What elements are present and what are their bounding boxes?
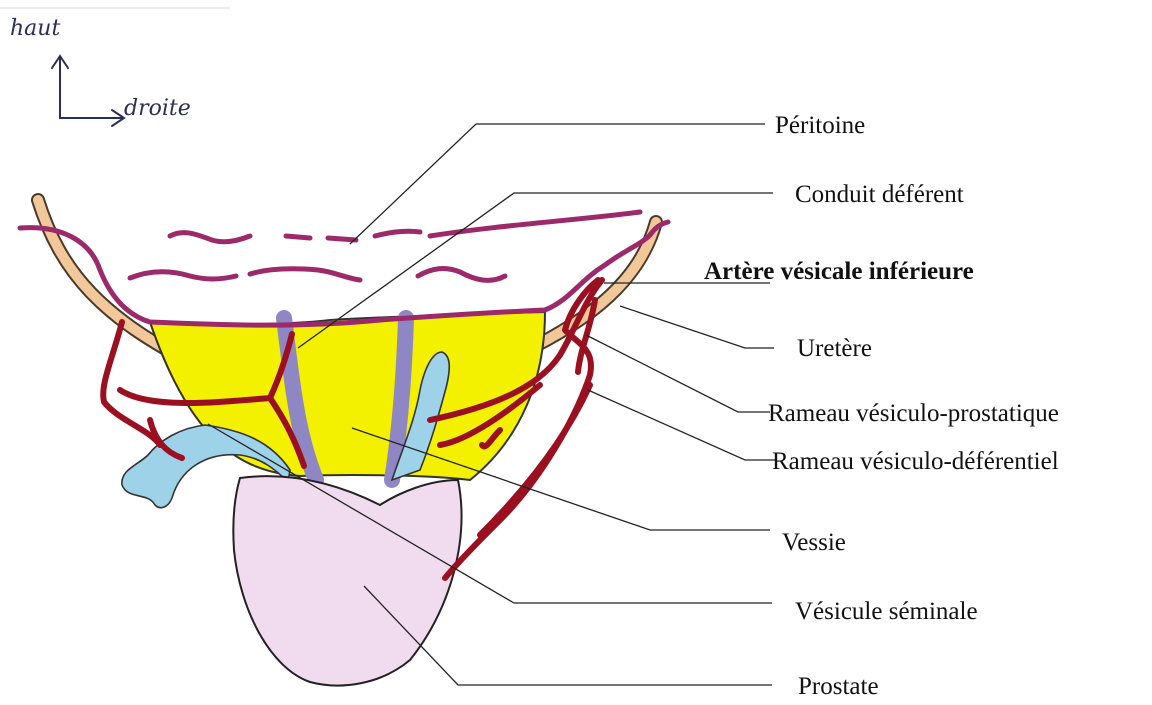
leader-rameau-vesiculo-deferentiel	[588, 390, 776, 460]
leader-peritoine	[350, 124, 765, 244]
compass-right-label: droite	[124, 98, 191, 120]
peritoneum-fold-1	[170, 233, 250, 242]
leader-uretere	[620, 306, 774, 348]
label-peritoine: Péritoine	[775, 113, 865, 138]
peritoneum-fold-6	[250, 269, 360, 280]
label-rameau-vesiculo-deferentiel: Rameau vésiculo-déférentiel	[772, 449, 1059, 474]
label-artere-vesicale-inferieure: Artère vésicale inférieure	[704, 259, 974, 284]
label-vessie: Vessie	[782, 530, 846, 555]
peritoneum-fold-5	[130, 272, 236, 279]
label-uretere: Uretère	[797, 336, 872, 361]
peritoneum-fold-3	[328, 238, 356, 240]
peritoneum-fold-7	[418, 269, 505, 281]
peritoneum-fold-4	[375, 231, 420, 236]
label-vesicule-seminale: Vésicule séminale	[795, 599, 978, 624]
prostate	[233, 476, 461, 685]
label-conduit-deferent: Conduit déférent	[795, 182, 964, 207]
label-rameau-vesiculo-prostatique: Rameau vésiculo-prostatique	[768, 401, 1059, 426]
label-prostate: Prostate	[798, 674, 879, 699]
peritoneum-fold-2	[286, 236, 310, 238]
compass-up-label: haut	[10, 18, 60, 40]
peritoneum-top-right	[430, 212, 640, 236]
